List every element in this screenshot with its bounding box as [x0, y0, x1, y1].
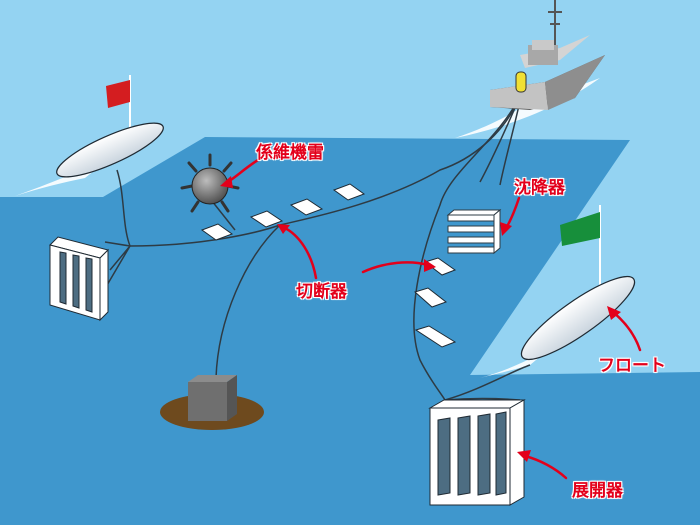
seabed-anchor: [160, 375, 264, 430]
sea-cutaway: [0, 137, 700, 525]
label-moored-mine: 係維機雷: [256, 143, 324, 163]
sinker: [446, 208, 502, 255]
minesweeper-ship: [490, 0, 605, 110]
label-sinker: 沈降器: [514, 178, 565, 198]
callout-arrowheads: [220, 176, 621, 462]
ship-cable-reel: [515, 71, 527, 93]
label-float: フロート: [598, 356, 666, 376]
green-flag: [560, 212, 600, 246]
cutters: [200, 183, 457, 348]
label-spreader: 展開器: [572, 481, 623, 501]
right-float: [520, 205, 636, 361]
left-spreader: [49, 236, 109, 322]
bottom-spreader: [428, 399, 526, 506]
label-cutter: 切断器: [296, 282, 347, 302]
left-float: [56, 75, 164, 178]
red-flag: [106, 80, 130, 108]
